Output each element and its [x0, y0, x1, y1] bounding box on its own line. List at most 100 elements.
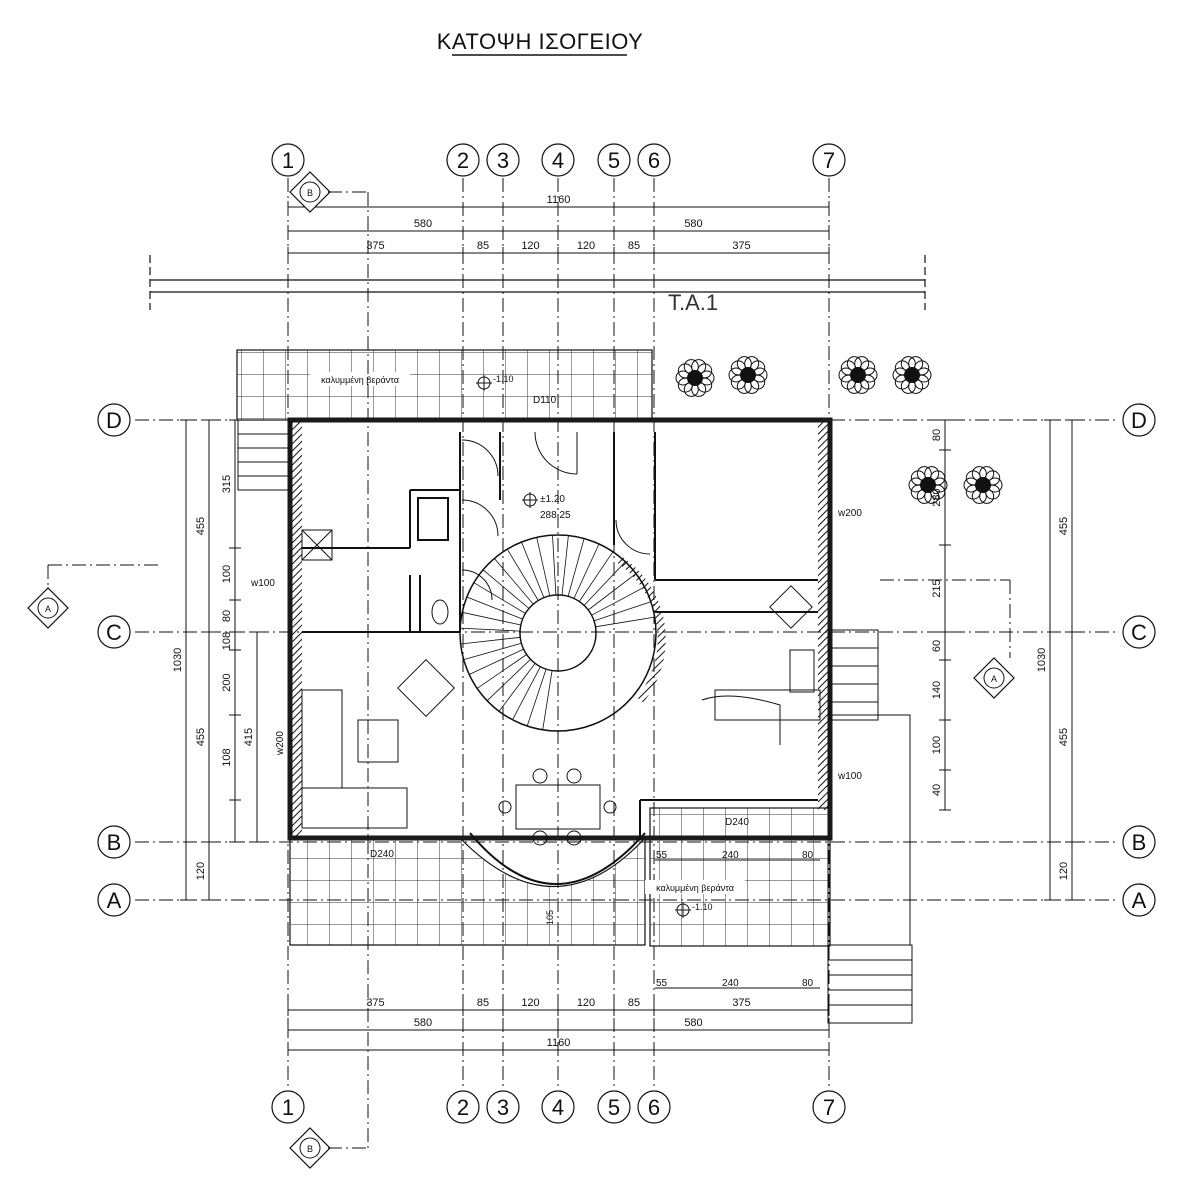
section-lines	[47, 191, 1011, 1149]
dim-right-mid-0: 455	[1058, 517, 1070, 535]
door-swings	[461, 431, 781, 745]
axis-bottom-5-label: 5	[608, 1095, 620, 1120]
door-d240-right: D240	[725, 817, 749, 828]
dim-bottom-part-5: 375	[732, 997, 750, 1009]
dim-right-inner-2: 215	[931, 579, 943, 597]
dim-left-mid-2: 120	[195, 862, 207, 880]
axis-top-6: 6	[637, 143, 671, 177]
section-b-top: B	[289, 171, 331, 213]
dim-bottom-total-0: 1160	[547, 1037, 571, 1049]
axis-bottom-2: 2	[446, 1090, 480, 1124]
dim-top-half-1: 580	[684, 218, 702, 230]
dim-top-part-2: 120	[521, 240, 539, 252]
dim-right-inner-3: 60	[931, 640, 943, 652]
axis-right-A: A	[1122, 883, 1156, 917]
section-a-left: A	[27, 587, 69, 629]
spiral-tread	[460, 627, 521, 632]
section-b-bottom-label: B	[307, 1144, 313, 1154]
window-w100-right: w100	[837, 771, 862, 782]
spiral-tread	[494, 558, 534, 605]
spiral-tread	[506, 548, 539, 601]
section-markers: A A B B	[27, 171, 1015, 1169]
dim-left-inner-4: 200	[221, 673, 233, 691]
interior-walls	[302, 432, 818, 838]
dim-top-part-1: 85	[477, 240, 489, 252]
axis-left-B-label: B	[107, 830, 122, 855]
axis-bubbles-right: D C BA	[1122, 403, 1156, 917]
axis-left-D-label: D	[106, 408, 122, 433]
stair-dim-c: 80	[802, 978, 814, 989]
dim-bottom-part-2: 120	[521, 997, 539, 1009]
dim-left-inner2-0: 415	[243, 728, 255, 746]
axis-bottom-5: 5	[597, 1090, 631, 1124]
axis-left-B: B	[97, 825, 131, 859]
dim-top-total-0: 1160	[547, 194, 571, 206]
dim-bottom-part-1: 85	[477, 997, 489, 1009]
tree-2	[838, 356, 878, 394]
spiral-tread	[482, 569, 530, 609]
axis-right-D-label: D	[1131, 408, 1147, 433]
dim-right-inner-5: 100	[931, 736, 943, 754]
spiral-tread	[521, 541, 545, 598]
spiral-tread	[578, 551, 614, 602]
axis-top-2: 2	[446, 143, 480, 177]
dim-right-inner-0: 80	[931, 429, 943, 441]
axis-right-B: B	[1122, 825, 1156, 859]
window-w100-left: w100	[250, 578, 275, 589]
axis-top-7-label: 7	[823, 148, 835, 173]
dim-right-inner-6: 40	[931, 784, 943, 796]
furniture	[301, 529, 821, 846]
terrace-dim-b: 240	[722, 850, 739, 861]
boundary-line	[149, 255, 926, 310]
axis-top-2-label: 2	[457, 148, 469, 173]
terrace-top-label: καλυμμένη βεράντα	[321, 375, 399, 385]
stair-dim-b: 240	[722, 978, 739, 989]
axis-bubbles-left: D C B A	[97, 403, 131, 917]
grid-lines	[135, 178, 1118, 1088]
terrace-top-level: -1.10	[493, 374, 514, 384]
dim-top-part-4: 85	[628, 240, 640, 252]
dim-top-part-0: 375	[366, 240, 384, 252]
drawing-title: ΚΑΤΟΨΗ ΙΣΟΓΕΙΟΥ	[437, 29, 644, 54]
axis-top-4-label: 4	[552, 148, 564, 173]
dim-bottom-part-3: 120	[577, 997, 595, 1009]
tree-5	[963, 466, 1003, 504]
axis-left-C: C	[97, 615, 131, 649]
terrace-bottom-label: καλυμμένη βεράντα	[656, 883, 734, 893]
dim-top-half-0: 580	[414, 218, 432, 230]
axis-right-D: D	[1122, 403, 1156, 437]
axis-right-C: C	[1122, 615, 1156, 649]
spiral-tread	[587, 573, 637, 611]
spiral-tread	[593, 601, 652, 622]
axis-bottom-4: 4	[541, 1090, 575, 1124]
dim-left-inner-3: 108	[221, 632, 233, 650]
section-a-right: A	[973, 657, 1015, 699]
spiral-tread	[536, 537, 551, 596]
spiral-tread	[542, 670, 553, 730]
axis-left-D: D	[97, 403, 131, 437]
axis-bottom-2-label: 2	[457, 1095, 469, 1120]
spiral-tread	[463, 642, 522, 660]
axis-bottom-3: 3	[486, 1090, 520, 1124]
dim-bottom-part-4: 85	[628, 997, 640, 1009]
axis-left-A-label: A	[107, 888, 122, 913]
spiral-tread	[473, 582, 526, 614]
tree-0	[675, 359, 715, 397]
axis-top-5: 5	[597, 143, 631, 177]
axis-top-1: 1	[271, 143, 305, 177]
axis-top-6-label: 6	[648, 148, 660, 173]
window-w200-left: w200	[275, 731, 286, 756]
spiral-tread	[526, 668, 547, 727]
axis-bottom-3-label: 3	[497, 1095, 509, 1120]
dim-right-total-0: 1030	[1036, 648, 1048, 672]
axis-left-C-label: C	[106, 620, 122, 645]
exterior-walls	[287, 417, 833, 841]
dim-top-part-3: 120	[577, 240, 595, 252]
section-a-left-label: A	[45, 604, 51, 614]
boundary-label: Τ.Α.1	[668, 290, 718, 315]
axis-top-4: 4	[541, 143, 575, 177]
spiral-tread	[567, 538, 585, 597]
